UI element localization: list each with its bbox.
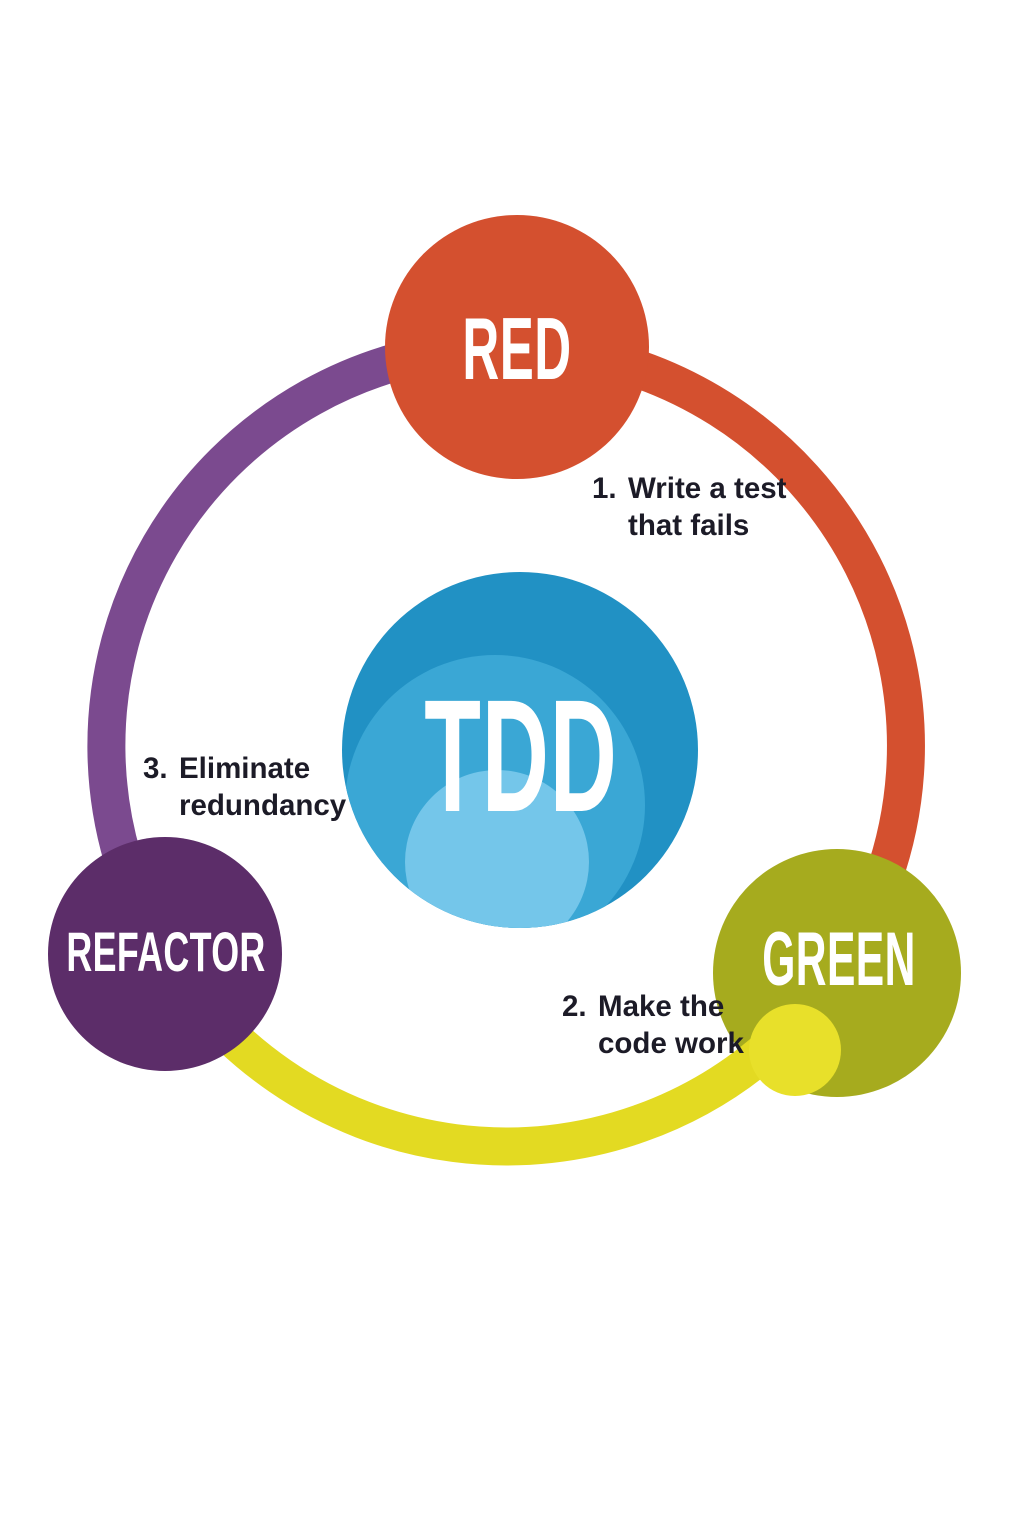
step-3-text: Eliminate redundancy: [179, 750, 346, 824]
step-3-line-1: Eliminate: [179, 752, 311, 785]
node-refactor-circle: [48, 837, 282, 1071]
node-refactor-label: REFACTOR: [66, 920, 266, 983]
step-2-line-1: Make the: [598, 990, 725, 1023]
step-3-note: 3. Eliminate redundancy: [143, 750, 346, 824]
node-red-circle: [385, 215, 649, 479]
step-1-number: 1.: [592, 472, 617, 505]
yellow-arc-endcap: [749, 1004, 841, 1096]
step-1-line-1: Write a test: [628, 472, 787, 505]
step-1-note: 1. Write a test that fails: [592, 470, 786, 544]
node-red-label: RED: [462, 299, 572, 398]
step-1-text: Write a test that fails: [628, 470, 786, 544]
step-2-number: 2.: [562, 990, 587, 1023]
node-green-label: GREEN: [762, 917, 916, 1002]
center-tdd-label: TDD: [424, 666, 618, 845]
tdd-circle-inner: [405, 770, 589, 928]
step-2-text: Make the code work: [598, 988, 744, 1062]
step-3-number: 3.: [143, 752, 168, 785]
step-1-line-2: that fails: [628, 509, 750, 542]
step-2-line-2: code work: [598, 1027, 744, 1060]
step-2-note: 2. Make the code work: [562, 988, 744, 1062]
step-3-line-2: redundancy: [179, 789, 347, 822]
center-tdd-circle: [342, 572, 698, 928]
